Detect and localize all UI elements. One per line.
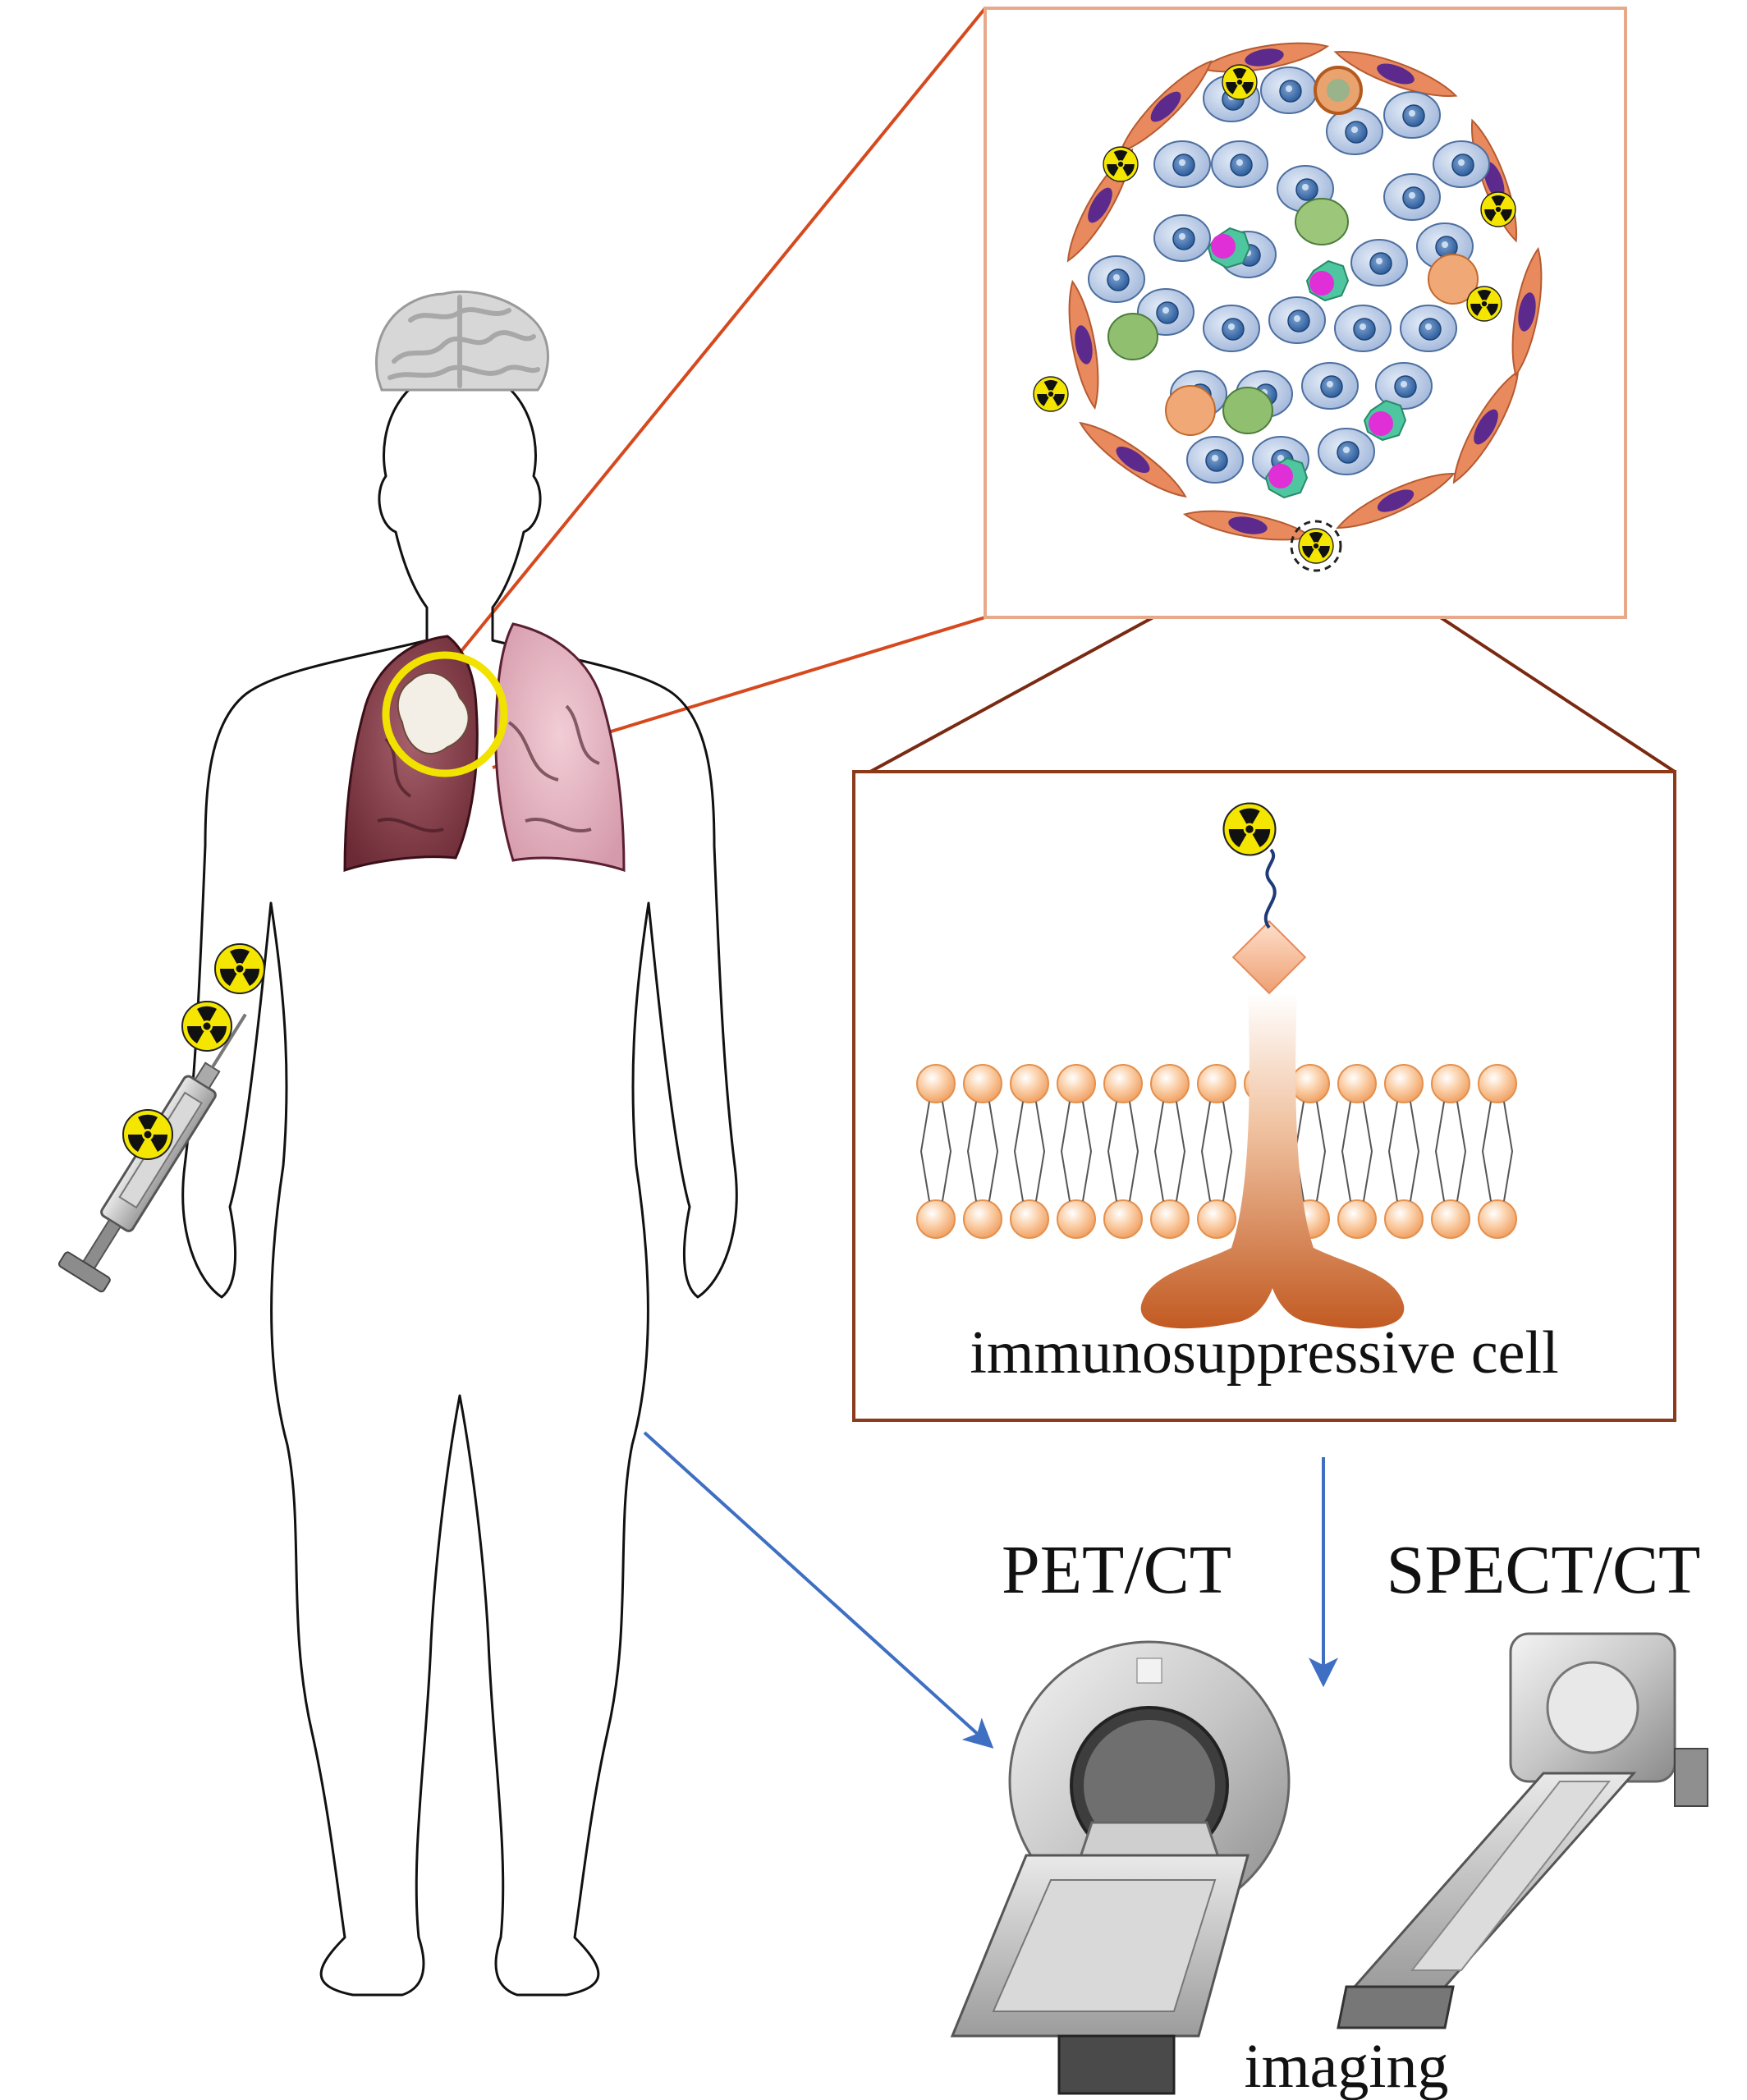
- tumor-focus-ring: [382, 651, 508, 777]
- immunosuppressive-cells: [1207, 227, 1407, 499]
- lipid-head-inner: [1150, 1199, 1190, 1239]
- lipid-tail: [1200, 1101, 1233, 1202]
- tracer-tumor-1: [1222, 64, 1258, 100]
- cell-label: immunosuppressive cell: [970, 1319, 1558, 1387]
- lipid-tail: [1341, 1101, 1373, 1202]
- lipid-tail: [1481, 1101, 1514, 1202]
- zoom-marker-ring: [1290, 520, 1342, 572]
- tracer-arm-3: [122, 1109, 173, 1160]
- spect-ct-scanner: [1337, 1632, 1708, 2029]
- lipid-head-outer: [1431, 1064, 1470, 1103]
- lipid-head-inner: [1431, 1199, 1470, 1239]
- lipid-head-outer: [916, 1064, 956, 1103]
- tracer-tumor-2: [1103, 146, 1139, 182]
- tracer-tumor-5: [1033, 376, 1069, 412]
- lipid-head-inner: [1337, 1199, 1377, 1239]
- lipid-tail: [1434, 1101, 1467, 1202]
- cell-membrane-panel: immunosuppressive cell: [852, 770, 1676, 1422]
- lipid-tail: [1060, 1101, 1093, 1202]
- lipid-tail: [1387, 1101, 1420, 1202]
- tracer-arm-2: [181, 1001, 232, 1052]
- lipid-head-outer: [1010, 1064, 1049, 1103]
- lipid-head-inner: [1197, 1199, 1236, 1239]
- tracer-tumor-6: [1298, 528, 1334, 564]
- tracer-ligand-icon: [1222, 802, 1277, 856]
- lipid-head-outer: [1057, 1064, 1096, 1103]
- lipid-head-outer: [1478, 1064, 1517, 1103]
- lipid-tail: [966, 1101, 999, 1202]
- lipid-head-inner: [1057, 1199, 1096, 1239]
- lipid-head-inner: [916, 1199, 956, 1239]
- spect-ct-label: SPECT/CT: [1387, 1532, 1701, 1608]
- lipid-head-outer: [1384, 1064, 1424, 1103]
- tumor-panel: [984, 7, 1627, 619]
- flow-arrows: [643, 1431, 1338, 1749]
- lipid-head-outer: [1103, 1064, 1143, 1103]
- lipid-head-outer: [1337, 1064, 1377, 1103]
- lipid-head-inner: [1384, 1199, 1424, 1239]
- lipid-head-inner: [963, 1199, 1002, 1239]
- tracer-tumor-4: [1466, 286, 1502, 322]
- lungs-graphic: [343, 622, 626, 873]
- immune-cells-orange: [1165, 254, 1479, 436]
- lipid-head-inner: [1478, 1199, 1517, 1239]
- tracer-tumor-3: [1480, 191, 1516, 227]
- immune-cells-green: [1107, 66, 1363, 434]
- lipid-head-outer: [963, 1064, 1002, 1103]
- lipid-head-outer: [1291, 1064, 1330, 1103]
- brain-graphic: [375, 290, 549, 392]
- arrow-body-to-scanner: [643, 1431, 994, 1749]
- lipid-tail: [1107, 1101, 1139, 1202]
- lipid-tail: [1013, 1101, 1046, 1202]
- lipid-tail: [1153, 1101, 1186, 1202]
- lipid-head-inner: [1010, 1199, 1049, 1239]
- lipid-head-outer: [1197, 1064, 1236, 1103]
- tracer-arm-1: [214, 943, 265, 994]
- receptor-protein: [1140, 848, 1405, 1329]
- pet-ct-label: PET/CT: [1002, 1532, 1231, 1608]
- lipid-head-inner: [1103, 1199, 1143, 1239]
- lipid-tail: [919, 1101, 952, 1202]
- imaging-label: imaging: [1244, 2032, 1448, 2100]
- lipid-head-outer: [1150, 1064, 1190, 1103]
- pet-ct-scanner: [950, 1640, 1291, 2095]
- human-body-outline: [181, 368, 738, 1997]
